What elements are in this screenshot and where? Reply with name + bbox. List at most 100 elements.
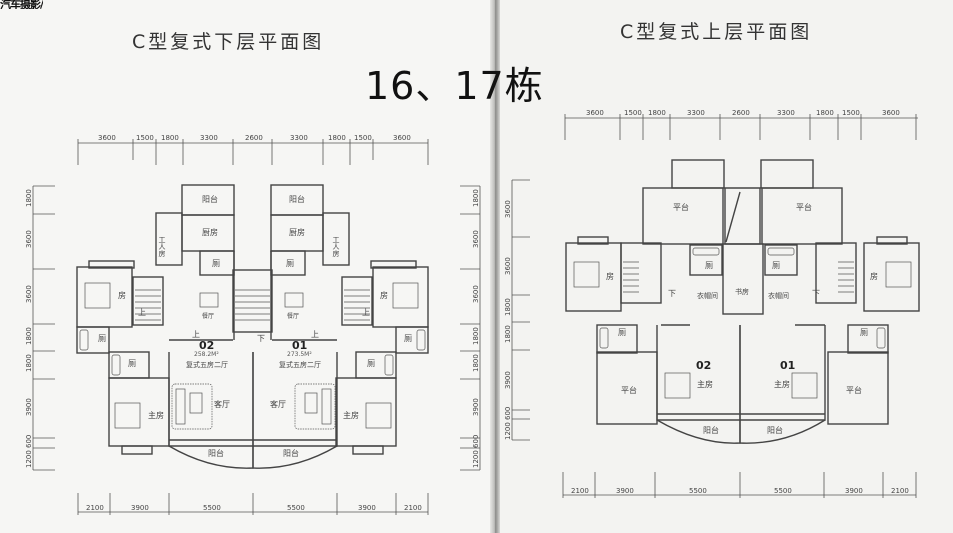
corner-text: 汽车摄影/	[0, 0, 44, 9]
svg-text:主房: 主房	[148, 410, 164, 420]
upper-furniture	[573, 247, 912, 399]
svg-text:主房: 主房	[774, 379, 790, 389]
svg-text:复式五房二厅: 复式五房二厅	[186, 360, 228, 369]
svg-text:厕: 厕	[212, 259, 220, 268]
svg-text:平台: 平台	[621, 385, 637, 395]
upper-top-dim-ticks	[564, 114, 917, 140]
svg-text:1800: 1800	[472, 189, 480, 207]
svg-text:3900: 3900	[358, 504, 376, 512]
svg-text:1800: 1800	[504, 298, 512, 316]
svg-text:3300: 3300	[777, 109, 795, 117]
svg-text:2100: 2100	[891, 487, 909, 495]
svg-text:阳台: 阳台	[289, 194, 305, 204]
svg-text:5500: 5500	[203, 504, 221, 512]
svg-text:3300: 3300	[687, 109, 705, 117]
svg-text:平台: 平台	[673, 202, 689, 212]
svg-text:273.5M²: 273.5M²	[287, 351, 312, 358]
svg-text:阳台: 阳台	[767, 425, 783, 435]
building-title: 16、17栋	[365, 64, 544, 108]
upper-bottom-dim-labels: 2100 3900 5500 5500 3900 2100	[571, 487, 909, 495]
lower-unit-02: 02 258.2M² 复式五房二厅	[186, 339, 228, 369]
svg-text:3600: 3600	[586, 109, 604, 117]
upper-left-dim-ticks	[512, 179, 530, 441]
svg-text:下: 下	[668, 289, 676, 298]
svg-text:主房: 主房	[343, 410, 359, 420]
upper-plan-title: C型复式上层平面图	[620, 21, 813, 43]
svg-text:客厅: 客厅	[270, 399, 286, 409]
svg-text:3900: 3900	[472, 398, 480, 416]
svg-text:书房: 书房	[735, 287, 749, 296]
svg-text:衣帽间: 衣帽间	[697, 291, 718, 300]
svg-text:平台: 平台	[846, 385, 862, 395]
svg-text:厕: 厕	[404, 334, 412, 343]
svg-text:工人房: 工人房	[158, 236, 166, 258]
svg-text:1500: 1500	[136, 134, 154, 142]
lower-left-dim-labels: 1800 3600 3600 1800 1800 3900 600 1200	[25, 189, 33, 468]
svg-text:下: 下	[257, 334, 265, 343]
svg-text:2600: 2600	[245, 134, 263, 142]
svg-text:主房: 主房	[697, 379, 713, 389]
svg-text:厕: 厕	[860, 328, 868, 337]
svg-text:1800: 1800	[25, 354, 33, 372]
svg-text:5500: 5500	[774, 487, 792, 495]
svg-text:房: 房	[870, 271, 878, 281]
svg-text:02: 02	[696, 359, 711, 372]
svg-text:600: 600	[25, 435, 33, 448]
svg-text:厨房: 厨房	[202, 227, 218, 237]
svg-text:1800: 1800	[504, 325, 512, 343]
svg-text:客厅: 客厅	[214, 399, 230, 409]
lower-top-dim-labels: 3600 1500 1800 3300 2600 3300 1800 1500 …	[98, 134, 411, 142]
svg-text:1800: 1800	[25, 189, 33, 207]
svg-text:上: 上	[311, 330, 319, 339]
svg-text:阳台: 阳台	[202, 194, 218, 204]
lower-unit-01: 01 273.5M² 复式五房二厅	[279, 339, 321, 369]
svg-text:600: 600	[504, 407, 512, 420]
svg-text:3600: 3600	[98, 134, 116, 142]
svg-text:阳台: 阳台	[283, 448, 299, 458]
lower-bottom-dim-labels: 2100 3900 5500 5500 3900 2100	[86, 504, 422, 512]
svg-text:1200: 1200	[25, 450, 33, 468]
upper-plan-walls	[565, 159, 920, 444]
svg-text:餐厅: 餐厅	[202, 312, 214, 320]
lower-right-dim-ticks	[460, 185, 480, 471]
svg-text:工人房: 工人房	[332, 236, 340, 258]
svg-text:厕: 厕	[98, 334, 106, 343]
svg-text:1800: 1800	[25, 327, 33, 345]
svg-text:2600: 2600	[732, 109, 750, 117]
svg-text:258.2M²: 258.2M²	[194, 351, 219, 358]
svg-text:房: 房	[606, 271, 614, 281]
svg-text:厕: 厕	[618, 328, 626, 337]
svg-text:3900: 3900	[845, 487, 863, 495]
svg-text:3600: 3600	[472, 285, 480, 303]
svg-text:平台: 平台	[796, 202, 812, 212]
book-gutter	[490, 0, 500, 533]
svg-text:2100: 2100	[571, 487, 589, 495]
svg-text:1200: 1200	[472, 450, 480, 468]
svg-text:厕: 厕	[705, 261, 713, 270]
svg-text:3900: 3900	[504, 371, 512, 389]
svg-text:5500: 5500	[287, 504, 305, 512]
svg-text:3600: 3600	[504, 200, 512, 218]
svg-text:上: 上	[138, 308, 146, 317]
svg-text:3300: 3300	[290, 134, 308, 142]
svg-text:3900: 3900	[25, 398, 33, 416]
svg-text:衣帽间: 衣帽间	[768, 291, 789, 300]
lower-bottom-dim-ticks	[77, 493, 429, 515]
svg-text:厨房: 厨房	[289, 227, 305, 237]
lower-right-dim-labels: 1800 3600 3600 1800 1800 3900 600 1200	[472, 189, 480, 468]
upper-left-dim-labels: 3600 3600 1800 1800 3900 600 1200	[504, 200, 512, 440]
upper-bottom-dim-ticks	[562, 472, 917, 498]
lower-left-dim-ticks	[33, 185, 55, 471]
svg-text:1800: 1800	[816, 109, 834, 117]
svg-text:阳台: 阳台	[208, 448, 224, 458]
svg-text:3900: 3900	[616, 487, 634, 495]
svg-text:01: 01	[292, 339, 307, 352]
svg-text:01: 01	[780, 359, 795, 372]
svg-text:下: 下	[812, 289, 820, 298]
upper-room-labels: 平台 平台 房 房 厕 厕 衣帽间 衣帽间 书房 下 下 厕 厕 平台 平台 主…	[606, 202, 878, 435]
svg-text:3600: 3600	[882, 109, 900, 117]
svg-text:复式五房二厅: 复式五房二厅	[279, 360, 321, 369]
svg-text:上: 上	[192, 330, 200, 339]
svg-text:1800: 1800	[472, 327, 480, 345]
